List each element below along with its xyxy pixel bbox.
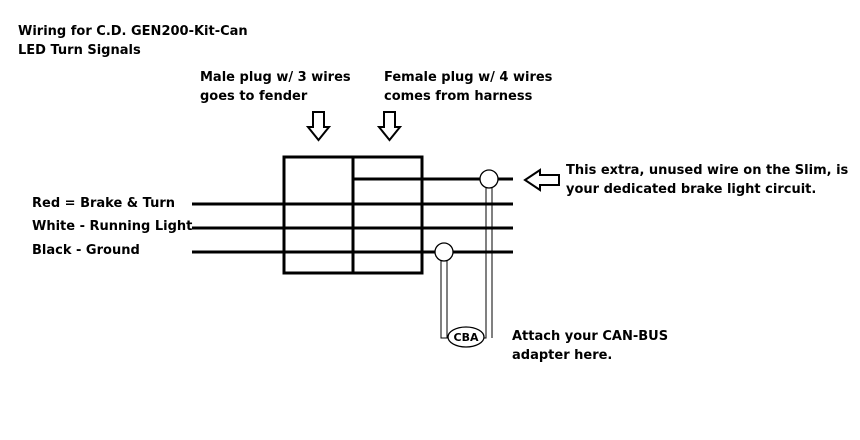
- white-wire-label: White - Running Light: [32, 219, 193, 234]
- red-wire-label: Red = Brake & Turn: [32, 196, 176, 211]
- male-plug-label: Male plug w/ 3 wires goes to fender: [200, 70, 351, 104]
- title-line-1: Wiring for C.D. GEN200-Kit-Can: [18, 24, 248, 39]
- down-arrow-icon-female: [376, 111, 403, 142]
- brake-tap-connector: [479, 169, 499, 189]
- female-plug-label: Female plug w/ 4 wires comes from harnes…: [384, 70, 553, 104]
- ground-tap-connector: [434, 242, 454, 262]
- canbus-adapter-label: CBA: [454, 331, 479, 344]
- canbus-adapter: [447, 326, 485, 348]
- adapter-lead-wires: [440, 188, 493, 339]
- attach-adapter-label: Attach your CAN-BUS adapter here.: [512, 329, 669, 363]
- male-plug-box: [282, 155, 355, 275]
- female-plug-box: [351, 155, 424, 275]
- title-line-2: LED Turn Signals: [18, 43, 141, 58]
- black-wire-label: Black - Ground: [32, 243, 140, 258]
- diagram-title: Wiring for C.D. GEN200-Kit-Can LED Turn …: [18, 22, 248, 60]
- left-arrow-icon: [523, 168, 560, 192]
- extra-wire-label: This extra, unused wire on the Slim, is …: [566, 163, 849, 197]
- down-arrow-icon-male: [305, 111, 332, 142]
